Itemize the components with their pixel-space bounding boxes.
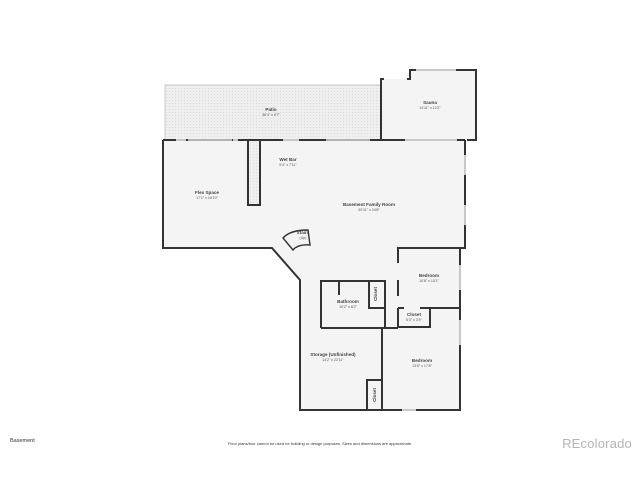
stairs bbox=[282, 229, 311, 252]
svg-text:38'4" x 9'7": 38'4" x 9'7" bbox=[262, 113, 280, 117]
room-sauna bbox=[380, 69, 477, 141]
svg-text:Flex Space: Flex Space bbox=[195, 190, 219, 195]
label-closet-bedroom: Closet 5'3" x 3'9" bbox=[406, 312, 422, 322]
svg-text:Patio: Patio bbox=[265, 107, 276, 112]
brand-logo: REcolorado bbox=[562, 436, 632, 451]
label-wet-bar: Wet Bar 9'4" x 7'11" bbox=[279, 157, 297, 167]
main-floor bbox=[162, 139, 466, 411]
svg-text:14'2" x 22'11": 14'2" x 22'11" bbox=[322, 358, 344, 362]
interior-walls bbox=[320, 247, 460, 410]
label-stairs: Stairs (Up) bbox=[297, 230, 310, 240]
svg-text:17'1" x 18'10": 17'1" x 18'10" bbox=[196, 196, 218, 200]
svg-text:Closet: Closet bbox=[373, 287, 378, 302]
label-closet-storage: Closet bbox=[372, 388, 377, 403]
svg-text:14'11" x 12'2": 14'11" x 12'2" bbox=[419, 106, 441, 110]
label-closet-bath: Closet bbox=[373, 287, 378, 302]
disclaimer: Floor plans/tour cannot be used for buil… bbox=[227, 441, 413, 446]
label-bathroom: Bathroom 10'2" x 8'2" bbox=[337, 299, 359, 309]
svg-text:Bedroom: Bedroom bbox=[412, 358, 432, 363]
label-bedroom-2: Bedroom 13'8" x 17'8" bbox=[412, 358, 433, 368]
label-storage: Storage (Unfinished) 14'2" x 22'11" bbox=[310, 352, 356, 362]
svg-text:Storage (Unfinished): Storage (Unfinished) bbox=[310, 352, 356, 357]
svg-text:Sauna: Sauna bbox=[423, 100, 437, 105]
label-family-room: Basement Family Room 30'11" x 24'8" bbox=[343, 202, 395, 212]
svg-text:Stairs: Stairs bbox=[297, 230, 310, 235]
label-sauna: Sauna 14'11" x 12'2" bbox=[419, 100, 441, 110]
svg-text:Bathroom: Bathroom bbox=[337, 299, 359, 304]
svg-text:Closet: Closet bbox=[372, 388, 377, 403]
svg-text:Basement Family Room: Basement Family Room bbox=[343, 202, 395, 207]
svg-text:10'2" x 8'2": 10'2" x 8'2" bbox=[339, 305, 357, 309]
label-bedroom-1: Bedroom 10'8" x 15'1" bbox=[419, 273, 440, 283]
svg-text:30'11" x 24'8": 30'11" x 24'8" bbox=[358, 208, 380, 212]
room-patio bbox=[164, 84, 382, 141]
floor-name: Basement bbox=[10, 438, 35, 444]
svg-text:13'8" x 17'8": 13'8" x 17'8" bbox=[412, 364, 432, 368]
svg-text:Wet Bar: Wet Bar bbox=[279, 157, 296, 162]
svg-text:9'4" x 7'11": 9'4" x 7'11" bbox=[279, 163, 297, 167]
label-patio: Patio 38'4" x 9'7" bbox=[262, 107, 280, 117]
svg-text:(Up): (Up) bbox=[300, 236, 307, 240]
svg-text:10'8" x 15'1": 10'8" x 15'1" bbox=[419, 279, 439, 283]
svg-text:Closet: Closet bbox=[407, 312, 422, 317]
svg-text:5'3" x 3'9": 5'3" x 3'9" bbox=[406, 318, 422, 322]
label-flex-space: Flex Space 17'1" x 18'10" bbox=[195, 190, 219, 200]
svg-text:Bedroom: Bedroom bbox=[419, 273, 439, 278]
wet-bar-counter bbox=[247, 139, 261, 206]
